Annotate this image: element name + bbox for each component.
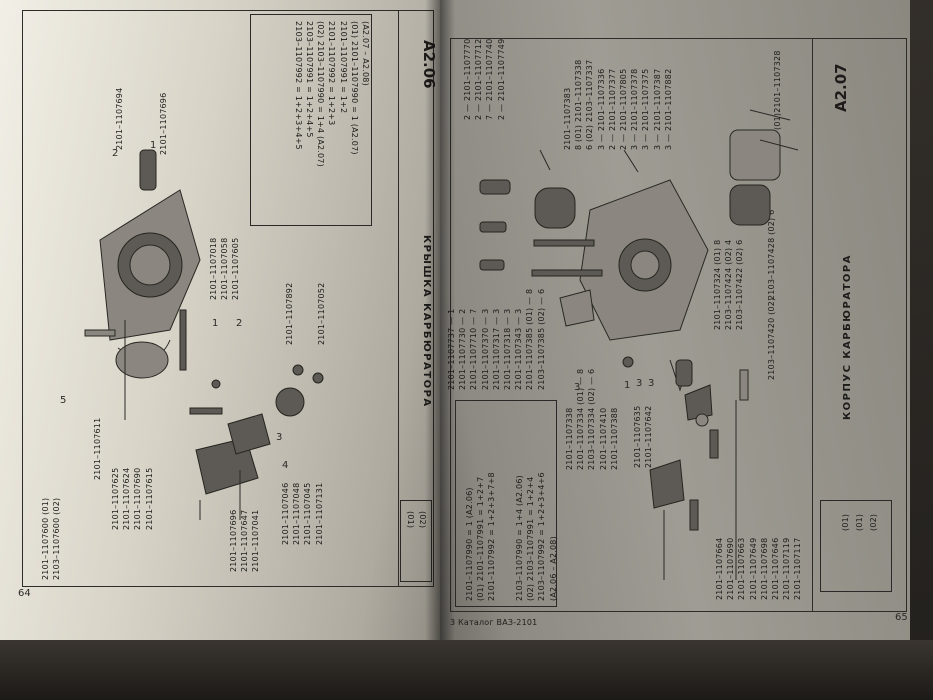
left-callout: 2 [236,318,243,329]
left-page-number: 64 [18,588,31,599]
left-top-formula-box: (А2.07 – А2.08) (01) 2101–1107990 = 1 (А… [250,14,372,226]
right-callout: 3 [648,378,655,389]
left-callout: 2 [112,148,119,159]
left-callout: 1 [150,140,157,151]
right-variant-box: (01) (01) (02) [820,500,892,592]
right-callout: 1 [624,380,631,391]
left-callout: 1 [212,318,219,329]
right-exploded-diagram [479,109,799,580]
right-page: A2.07 КОРПУС КАРБЮРАТОРА (01) (01) (02) … [440,0,910,650]
book-gutter [425,0,455,650]
left-callout: 3 [276,432,283,443]
left-callout: 5 [60,395,67,406]
right-page-number: 65 [895,612,908,623]
book-bottom-edge [0,640,933,700]
left-callout: 4 [282,460,289,471]
right-page-footer: 3 Каталог ВАЗ-2101 [450,618,538,627]
right-title-strip [812,38,907,612]
carburetor-body-drawing [479,109,799,580]
left-title-strip [398,10,434,587]
left-page: КРЫШКА КАРБЮРАТОРА A2.06 (01) (02) (А2.0… [0,0,440,650]
left-variant-box: (01) (02) [400,500,432,582]
carburetor-cover-drawing [84,149,324,520]
left-exploded-diagram [84,149,324,520]
right-callout: 3 [574,382,581,393]
right-formula-box: 2101–1107990 = 1 (А2.06) (01) 2101–11079… [455,400,558,607]
right-callout: 3 [636,378,643,389]
